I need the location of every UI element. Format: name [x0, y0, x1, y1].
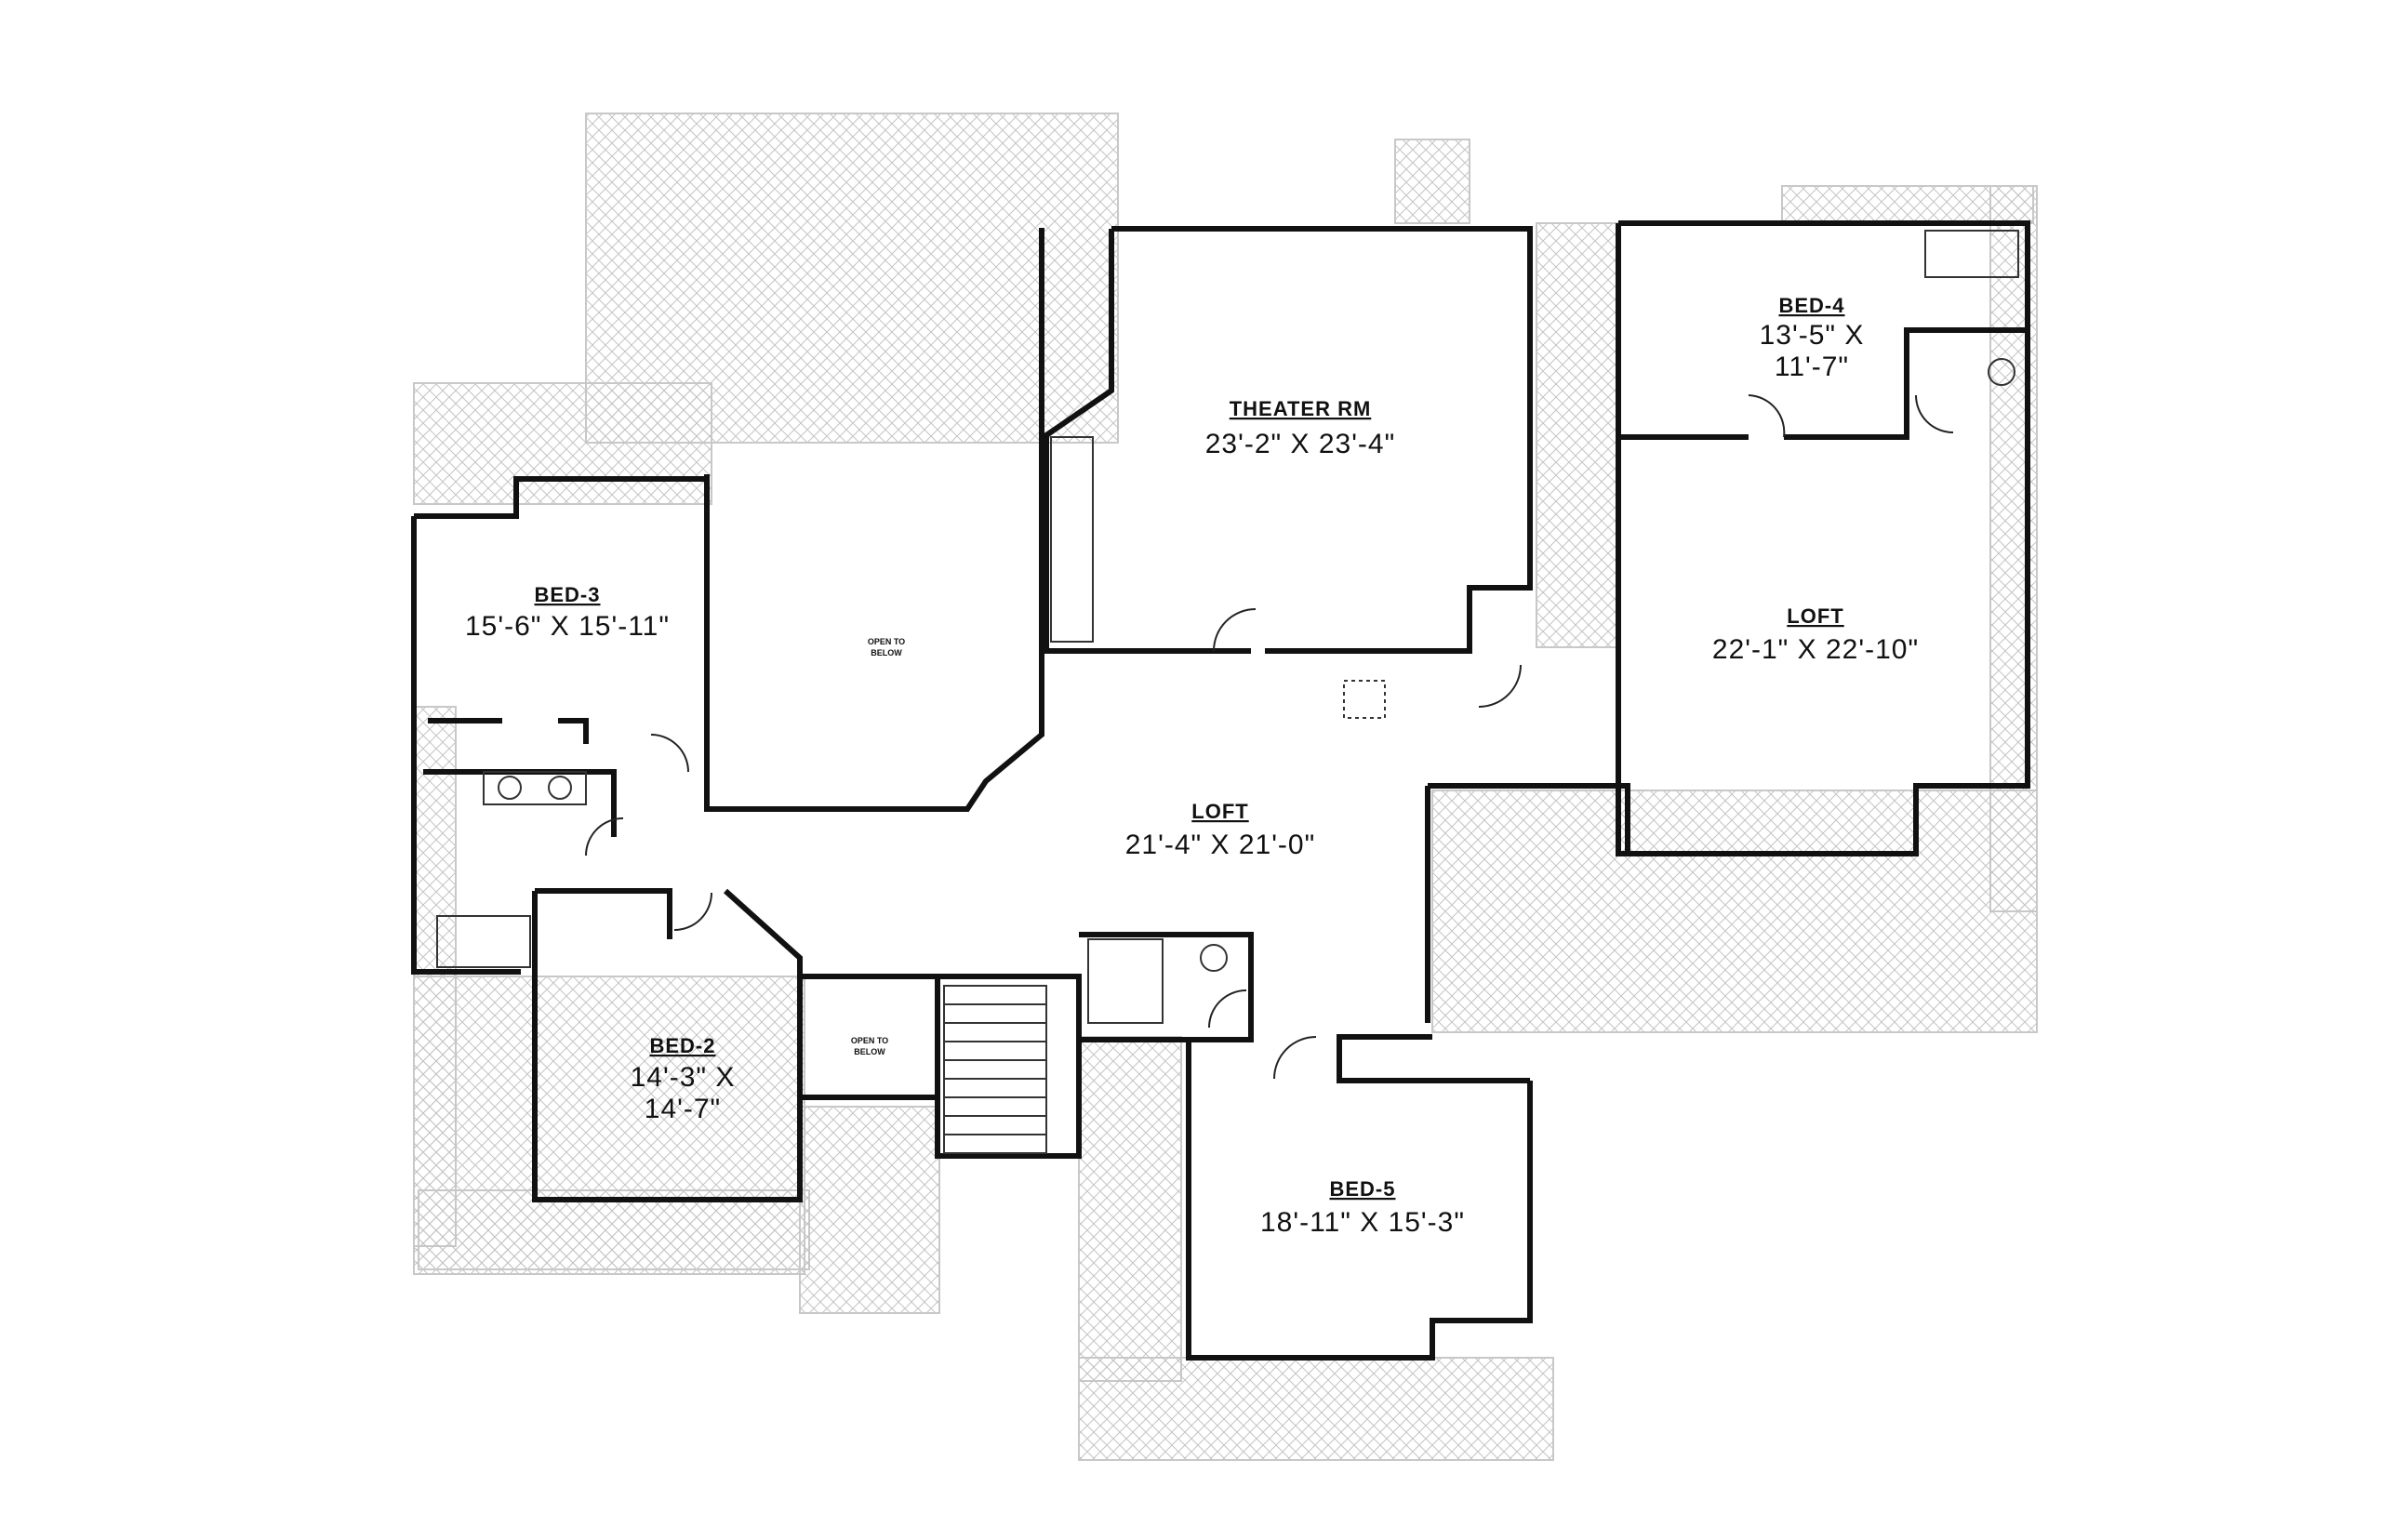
kitchenette-counter: [1050, 436, 1094, 643]
theater-room-dim: 23'-2" X 23'-4": [1205, 429, 1396, 459]
door-swing: [1208, 989, 1247, 1029]
toilet-icon: [1200, 944, 1228, 972]
theater-room-name: THEATER RM: [1230, 397, 1372, 420]
bed3-tub: [436, 915, 531, 968]
theater-angled-wall: [1044, 229, 1114, 651]
roof-area-stair-bottom: [799, 1106, 940, 1314]
door-swing: [1478, 664, 1522, 708]
bed3-dim: 15'-6" X 15'-11": [465, 611, 670, 642]
roof-areas: [413, 113, 2038, 1461]
bed5-name: BED-5: [1329, 1177, 1395, 1201]
stair-treads: [944, 1003, 1046, 1135]
loft-right-dim: 22'-1" X 22'-10": [1712, 634, 1919, 665]
bed4-tub: [1924, 230, 2019, 278]
walls: [411, 220, 2030, 1361]
roof-area-lowerright: [1431, 790, 2038, 1033]
bed2-dim-1: 14'-3" X: [631, 1062, 736, 1093]
loft-column: [1343, 680, 1386, 719]
roof-area-left: [413, 382, 712, 505]
loft-center-name: LOFT: [1191, 800, 1248, 823]
bath-center-walls: [1079, 932, 1254, 1042]
open-below-lower-1: OPEN TO: [851, 1036, 888, 1045]
bed3-walls: [411, 476, 710, 975]
stair-walls: [935, 974, 1082, 1159]
chase-vertical: [1536, 222, 1621, 648]
bed5-dim: 18'-11" X 15'-3": [1260, 1207, 1465, 1238]
roof-area-bed5-left: [1078, 1036, 1182, 1382]
bed5-walls: [1186, 1034, 1533, 1361]
loft-center-dim: 21'-4" X 21'-0": [1125, 830, 1316, 860]
door-swing: [1915, 394, 1954, 433]
sink-icon: [498, 776, 522, 800]
roof-area-bed5-bottom: [1078, 1357, 1554, 1461]
sink-icon: [548, 776, 572, 800]
door-swing: [673, 892, 712, 931]
bed3-name: BED-3: [534, 583, 600, 606]
stair-flight: [943, 985, 1047, 1154]
fixtures: [436, 230, 2019, 1154]
loft-right-walls: [1616, 220, 2030, 856]
open-below-lower-2: BELOW: [854, 1047, 885, 1056]
bed4-dim-1: 13'-5" X: [1760, 320, 1865, 351]
bed3-vanity: [483, 771, 587, 805]
toilet-icon: [1988, 358, 2015, 386]
loft-center-walls: [704, 474, 1044, 812]
loft-lower-walls: [1425, 783, 1630, 1023]
door-swing: [585, 817, 624, 856]
chimney-top: [1394, 139, 1470, 224]
bed3-closet: [428, 718, 589, 744]
doors: [585, 394, 1954, 1080]
bed2-dim-2: 14'-7": [645, 1094, 721, 1124]
door-swing: [650, 734, 689, 773]
bed4-walls: [1618, 327, 2028, 440]
door-swing: [1748, 394, 1786, 438]
room-labels: THEATER RM 23'-2" X 23'-4" BED-4 13'-5" …: [465, 294, 1919, 1238]
roof-area-bed2-bottom: [418, 1189, 810, 1270]
bath-shower: [1087, 938, 1164, 1024]
loft-right-name: LOFT: [1787, 604, 1843, 628]
open-below-upper-2: BELOW: [871, 648, 902, 657]
bed2-name: BED-2: [649, 1034, 715, 1057]
bed2-walls: [532, 888, 803, 1202]
bed4-name: BED-4: [1778, 294, 1844, 317]
door-swing: [1213, 608, 1257, 652]
bed4-dim-2: 11'-7": [1775, 352, 1849, 382]
door-swing: [1273, 1036, 1317, 1080]
open-below-upper-1: OPEN TO: [868, 637, 905, 646]
